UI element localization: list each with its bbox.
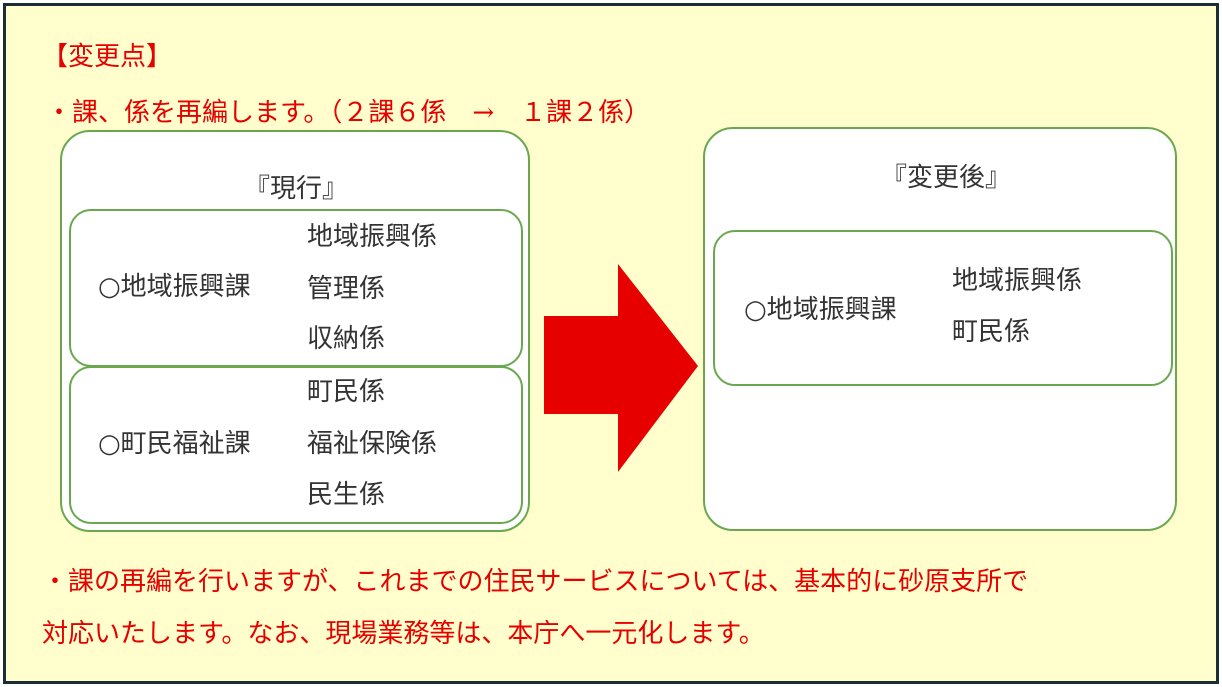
section-item: 町民係 <box>307 377 386 407</box>
changes-title: 【変更点】 <box>42 42 173 72</box>
reorg-summary: ・課、係を再編します。（２課６係 → １課２係） <box>46 98 651 128</box>
section-item: 地域振興係 <box>307 222 438 252</box>
department-box-regional: ○地域振興課 地域振興係 管理係 収納係 <box>69 209 523 367</box>
after-heading: 『変更後』 <box>881 163 1012 193</box>
service-note-line1: ・課の再編を行いますが、これまでの住民サービスについては、基本的に砂原支所で <box>42 567 1029 597</box>
right-arrow-icon <box>544 264 698 472</box>
department-name: ○地域振興課 <box>98 272 251 302</box>
after-structure-box: 『変更後』 ○地域振興課 地域振興係 町民係 <box>703 127 1177 531</box>
section-item: 地域振興係 <box>952 266 1083 296</box>
current-heading: 『現行』 <box>244 174 349 204</box>
service-note-line2: 対応いたします。なお、現場業務等は、本庁へ一元化します。 <box>42 619 765 649</box>
section-item: 管理係 <box>307 274 386 304</box>
section-item: 町民係 <box>952 317 1031 347</box>
current-structure-box: 『現行』 ○地域振興課 地域振興係 管理係 収納係 ○町民福祉課 町民係 福祉保… <box>60 130 530 532</box>
department-box-regional-after: ○地域振興課 地域振興係 町民係 <box>713 230 1173 386</box>
section-item: 福祉保険係 <box>307 429 438 459</box>
section-item: 収納係 <box>307 324 386 354</box>
notice-panel: 【変更点】 ・課、係を再編します。（２課６係 → １課２係） 『現行』 ○地域振… <box>3 3 1219 684</box>
department-name: ○地域振興課 <box>744 295 897 325</box>
section-item: 民生係 <box>307 480 386 510</box>
department-box-welfare: ○町民福祉課 町民係 福祉保険係 民生係 <box>69 366 523 524</box>
department-name: ○町民福祉課 <box>98 429 251 459</box>
